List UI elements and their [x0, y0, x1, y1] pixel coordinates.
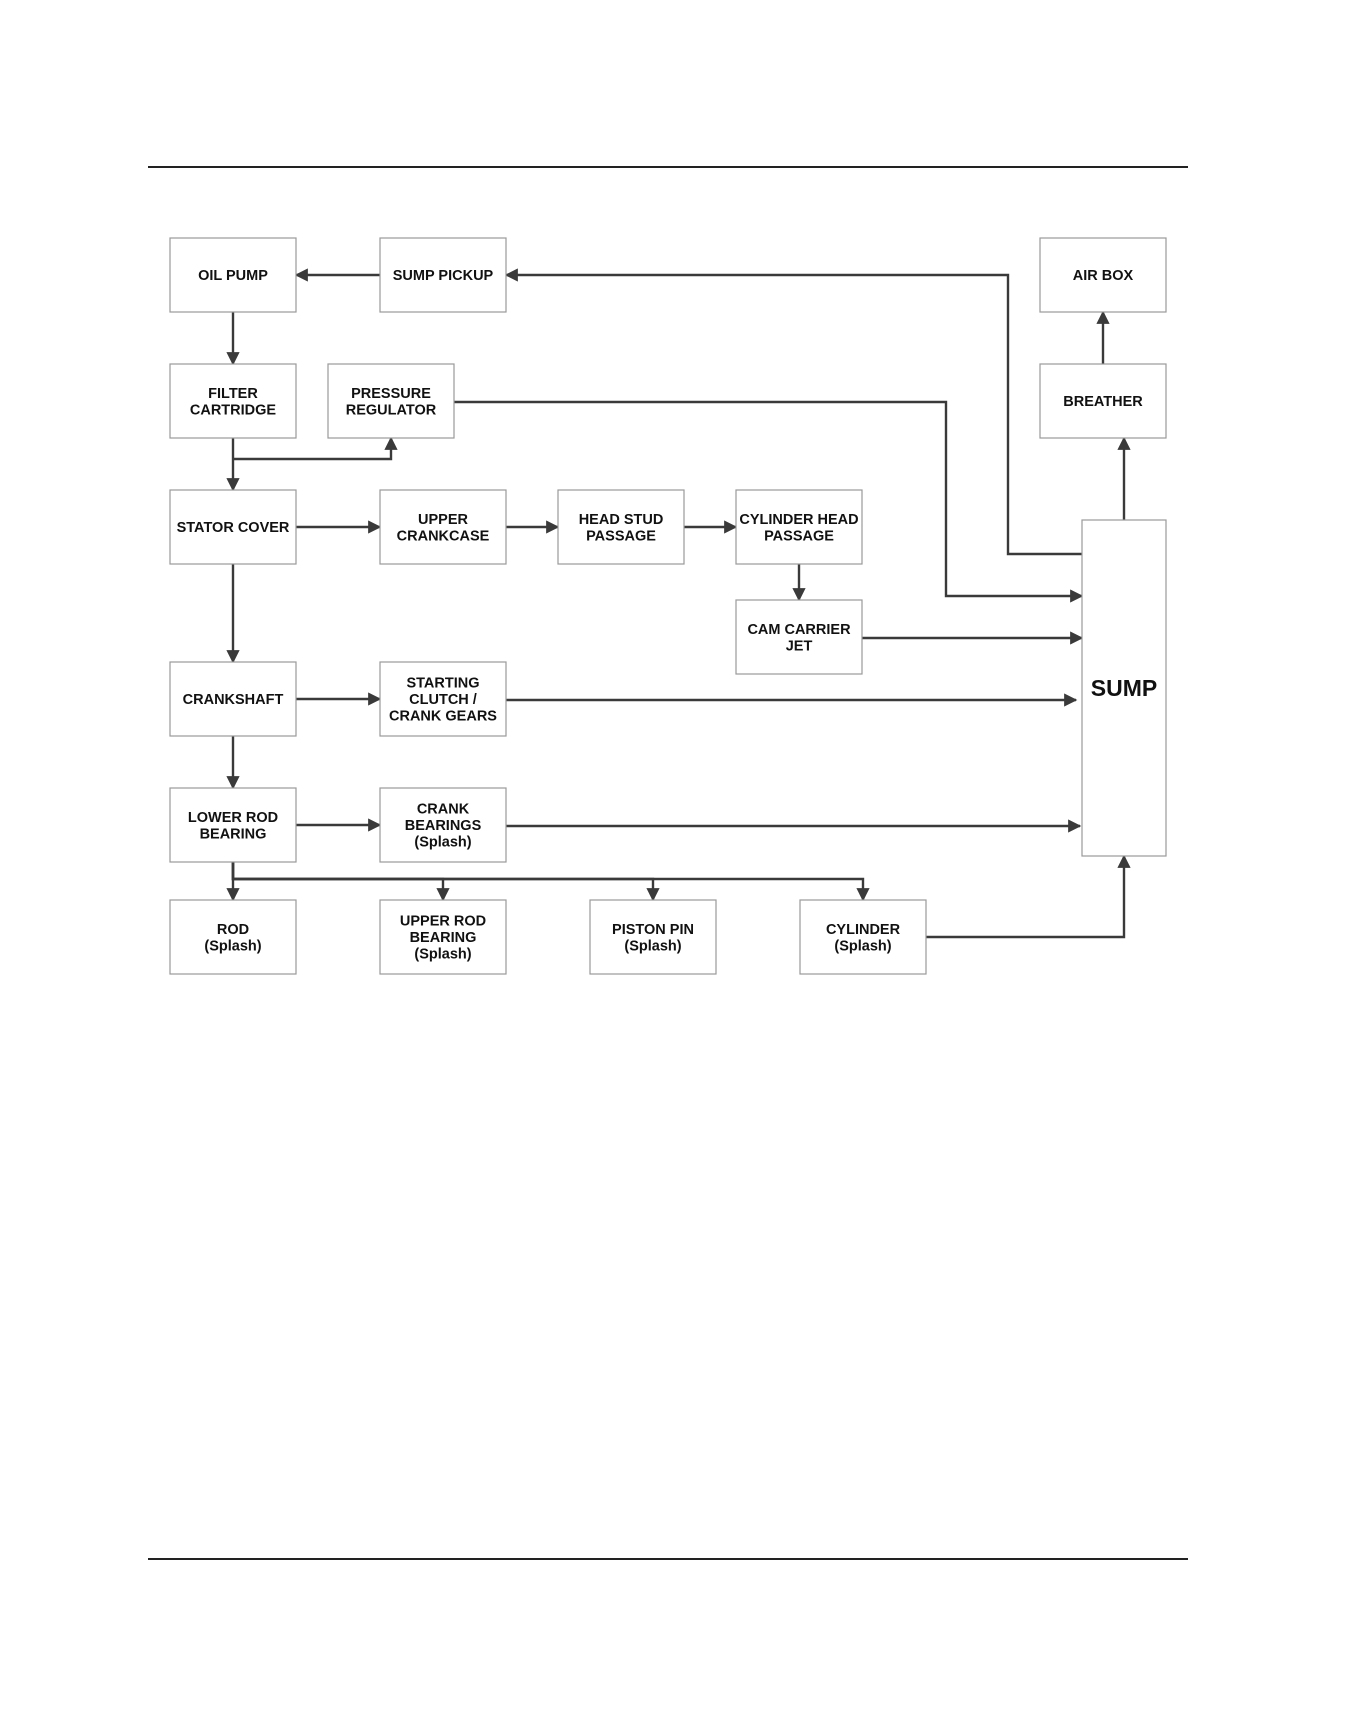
node-label-upper-rod-bearing-2: BEARING: [410, 930, 477, 946]
node-label-cylinder-head-passage-2: PASSAGE: [764, 528, 834, 544]
node-cylinder: CYLINDER(Splash): [799, 899, 927, 975]
node-label-sump-1: SUMP: [1091, 675, 1157, 701]
node-box-crank-bearings: [379, 787, 507, 863]
node-sump: SUMP: [1081, 519, 1167, 857]
node-box-upper-rod-bearing: [379, 899, 507, 975]
node-label-crankshaft-1: CRANKSHAFT: [183, 692, 284, 708]
node-label-filter-cartridge-2: CARTRIDGE: [190, 402, 277, 418]
node-oil-pump: OIL PUMP: [169, 237, 297, 313]
node-label-head-stud-passage-1: HEAD STUD: [579, 512, 664, 528]
node-box-filter-cartridge: [169, 363, 297, 439]
node-label-piston-pin-2: (Splash): [624, 938, 681, 954]
node-label-cylinder-head-passage-1: CYLINDER HEAD: [739, 512, 858, 528]
node-label-rod-1: ROD: [217, 922, 249, 938]
header-rule: [148, 166, 1188, 168]
flow-arrow-cylinder-to-sump: [926, 854, 1131, 939]
flow-arrow-lower-rod-bearing-to-cylinder: [231, 862, 870, 902]
node-breather: BREATHER: [1039, 363, 1167, 439]
node-label-crank-bearings-1: CRANK: [417, 802, 470, 818]
node-label-upper-rod-bearing-1: UPPER ROD: [400, 914, 486, 930]
node-label-cam-carrier-jet-1: CAM CARRIER: [747, 622, 851, 638]
node-label-starting-clutch-3: CRANK GEARS: [389, 709, 497, 725]
node-label-starting-clutch-2: CLUTCH /: [409, 692, 477, 708]
node-rod: ROD(Splash): [169, 899, 297, 975]
node-label-stator-cover-1: STATOR COVER: [177, 520, 290, 536]
node-label-starting-clutch-1: STARTING: [406, 676, 479, 692]
node-box-lower-rod-bearing: [169, 787, 297, 863]
node-piston-pin: PISTON PIN(Splash): [589, 899, 717, 975]
node-label-oil-pump-1: OIL PUMP: [198, 268, 268, 284]
node-label-cam-carrier-jet-2: JET: [786, 638, 813, 654]
node-box-oil-pump: [169, 237, 297, 313]
flow-arrow-filter-cartridge-to-pressure-regulator: [233, 436, 398, 461]
node-stator-cover: STATOR COVER: [169, 489, 297, 565]
node-label-piston-pin-1: PISTON PIN: [612, 922, 694, 938]
node-label-pressure-regulator-1: PRESSURE: [351, 386, 431, 402]
node-box-piston-pin: [589, 899, 717, 975]
node-box-sump: [1081, 519, 1167, 857]
node-box-starting-clutch: [379, 661, 507, 737]
flow-arrow-pressure-regulator-to-sump: [454, 400, 1084, 603]
node-box-cam-carrier-jet: [735, 599, 863, 675]
node-label-cylinder-2: (Splash): [834, 938, 891, 954]
node-label-upper-crankcase-2: CRANKCASE: [397, 528, 490, 544]
node-label-cylinder-1: CYLINDER: [826, 922, 901, 938]
node-label-crank-bearings-2: BEARINGS: [405, 818, 482, 834]
node-label-pressure-regulator-2: REGULATOR: [346, 402, 437, 418]
node-label-upper-rod-bearing-3: (Splash): [414, 947, 471, 963]
node-label-filter-cartridge-1: FILTER: [208, 386, 258, 402]
node-box-breather: [1039, 363, 1167, 439]
node-box-pressure-regulator: [327, 363, 455, 439]
node-box-air-box: [1039, 237, 1167, 313]
node-box-upper-crankcase: [379, 489, 507, 565]
node-label-upper-crankcase-1: UPPER: [418, 512, 468, 528]
node-label-sump-pickup-1: SUMP PICKUP: [393, 268, 494, 284]
node-box-cylinder: [799, 899, 927, 975]
footer-rule: [148, 1558, 1188, 1560]
node-label-lower-rod-bearing-2: BEARING: [200, 826, 267, 842]
node-label-breather-1: BREATHER: [1063, 394, 1143, 410]
node-box-head-stud-passage: [557, 489, 685, 565]
node-label-head-stud-passage-2: PASSAGE: [586, 528, 656, 544]
node-box-sump-pickup: [379, 237, 507, 313]
node-label-air-box-1: AIR BOX: [1073, 268, 1134, 284]
node-sump-pickup: SUMP PICKUP: [379, 237, 507, 313]
node-box-crankshaft: [169, 661, 297, 737]
node-box-rod: [169, 899, 297, 975]
node-air-box: AIR BOX: [1039, 237, 1167, 313]
node-label-crank-bearings-3: (Splash): [414, 835, 471, 851]
node-box-cylinder-head-passage: [735, 489, 863, 565]
node-box-stator-cover: [169, 489, 297, 565]
node-label-rod-2: (Splash): [204, 938, 261, 954]
flow-arrow-sump-to-sump-pickup: [504, 268, 1082, 556]
flow-arrow-lower-rod-bearing-to-upper-rod-bearing: [231, 862, 450, 902]
node-label-lower-rod-bearing-1: LOWER ROD: [188, 810, 278, 826]
node-crankshaft: CRANKSHAFT: [169, 661, 297, 737]
